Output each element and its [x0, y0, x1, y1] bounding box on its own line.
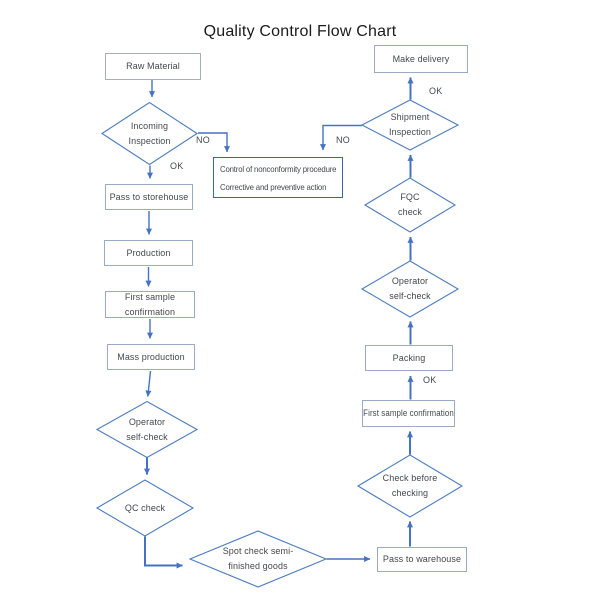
connector-qc-to-spotcheck: [144, 536, 183, 569]
flow-node-spot-check-semi-finished: Spot check semi- finished goods: [222, 546, 294, 571]
edge-label-incoming-ok: OK: [170, 161, 184, 171]
nonconformity-line-2: Corrective and preventive action: [220, 181, 327, 192]
flow-node-incoming-inspection: Incoming Inspection: [128, 121, 171, 146]
flow-node-first-sample-confirmation-left: First sample confirmation: [105, 291, 195, 318]
nonconformity-line-1: Control of nonconformity procedure: [220, 163, 337, 174]
spot-check-diamond: [188, 530, 328, 588]
flow-node-check-before-checking: Check before checking: [382, 473, 438, 498]
operator-self-check-left-diamond: [95, 400, 199, 459]
flow-node-qc-check: QC check: [124, 502, 166, 513]
connector-incoming-no-to-nonconformity: [198, 132, 230, 153]
qc-check-diamond: [95, 479, 195, 537]
connector-massproduction-to-operator: [145, 370, 152, 397]
edge-label-first-sample-ok: OK: [423, 375, 437, 385]
flow-node-packing: Packing: [365, 345, 453, 371]
flow-node-shipment-inspection: Shipment Inspection: [388, 112, 432, 137]
flow-node-first-sample-confirmation-right: First sample confirmation: [362, 400, 455, 427]
flow-node-pass-to-warehouse: Pass to warehouse: [377, 547, 467, 572]
flow-node-make-delivery: Make delivery: [374, 45, 468, 73]
connector-shipment-no-to-nonconformity: [320, 124, 362, 151]
flow-node-mass-production: Mass production: [107, 344, 195, 370]
operator-self-check-right-diamond: [360, 260, 460, 318]
flow-node-raw-material: Raw Material: [105, 53, 201, 80]
flow-node-production: Production: [104, 240, 193, 266]
edge-label-shipment-no: NO: [336, 135, 351, 145]
flow-node-pass-to-storehouse: Pass to storehouse: [105, 184, 193, 210]
flow-node-label: First sample confirmation: [363, 408, 454, 419]
flow-node-fqc-check: FQC check: [397, 192, 422, 217]
edge-label-incoming-no: NO: [196, 135, 211, 145]
fqc-check-diamond: [363, 177, 457, 233]
incoming-inspection-diamond: [100, 101, 199, 166]
flow-node-nonconformity: Control of nonconformity procedure Corre…: [213, 157, 343, 198]
check-before-checking-diamond: [356, 454, 464, 518]
flow-node-operator-self-check-left: Operator self-check: [126, 416, 168, 442]
page-title: Quality Control Flow Chart: [203, 23, 397, 40]
shipment-inspection-diamond: [360, 99, 460, 151]
edge-label-shipment-ok: OK: [429, 86, 443, 96]
flow-node-operator-self-check-right: Operator self-check: [389, 276, 431, 301]
